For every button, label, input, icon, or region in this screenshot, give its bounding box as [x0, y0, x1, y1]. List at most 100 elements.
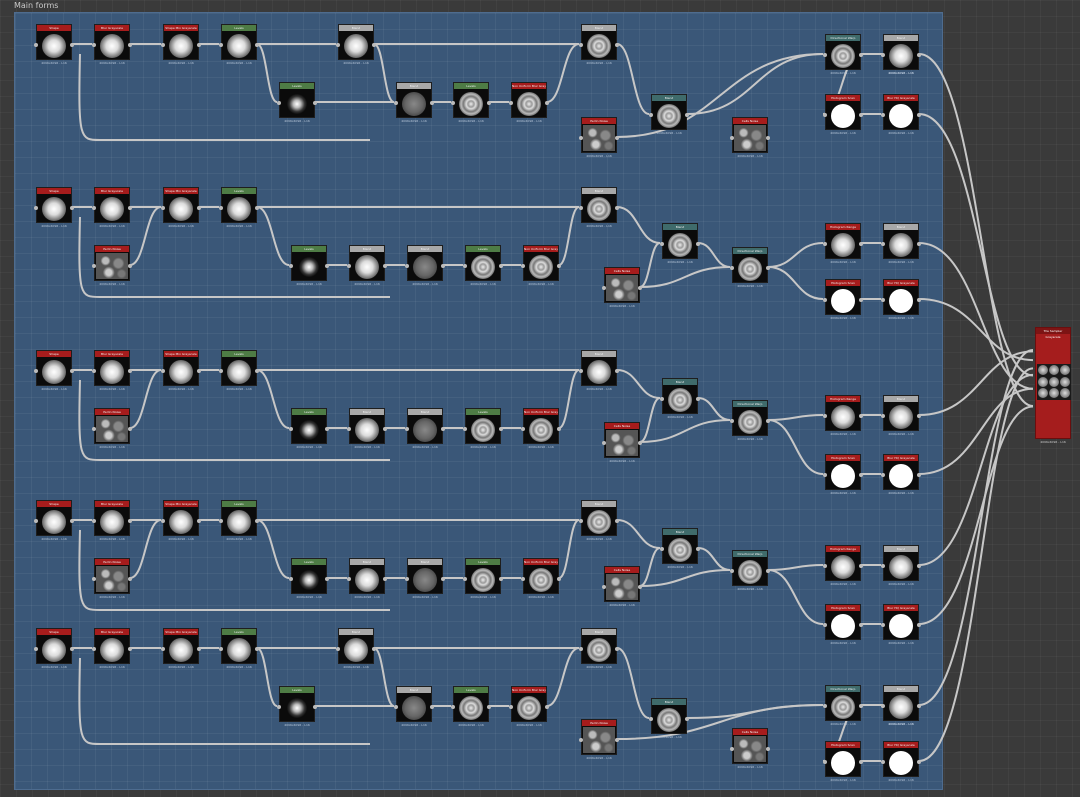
node-output-port[interactable] [638, 286, 642, 290]
graph-node[interactable]: Blur HQ Grayscale4096x4096 - L16 [883, 741, 919, 777]
node-input-port[interactable] [730, 747, 734, 751]
graph-node[interactable]: Blur HQ Grayscale4096x4096 - L16 [883, 279, 919, 315]
node-input-port[interactable] [92, 427, 96, 431]
node-input-port[interactable] [289, 264, 293, 268]
node-input-port[interactable] [579, 206, 583, 210]
graph-node[interactable]: Directional Warp4096x4096 - L16 [825, 685, 861, 721]
graph-node[interactable]: Blend4096x4096 - L16 [396, 686, 432, 722]
node-input-port[interactable] [451, 705, 455, 709]
node-output-port[interactable] [615, 647, 619, 651]
node-input-port[interactable] [823, 623, 827, 627]
wire[interactable] [640, 243, 660, 287]
node-input-port[interactable] [347, 264, 351, 268]
node-input-port[interactable] [336, 43, 340, 47]
node-output-port[interactable] [499, 577, 503, 581]
node-input-port[interactable] [823, 113, 827, 117]
graph-node[interactable]: Blend4096x4096 - L16 [651, 94, 687, 130]
node-input-port[interactable] [730, 266, 734, 270]
wire[interactable] [559, 370, 579, 428]
graph-node[interactable]: Blur HQ Grayscale4096x4096 - L16 [883, 454, 919, 490]
node-output-port[interactable] [70, 647, 74, 651]
node-output-port[interactable] [859, 704, 863, 708]
node-output-port[interactable] [766, 136, 770, 140]
node-output-port[interactable] [859, 298, 863, 302]
graph-node[interactable]: Levels4096x4096 - L16 [279, 82, 315, 118]
node-output-port[interactable] [917, 113, 921, 117]
node-input-port[interactable] [823, 298, 827, 302]
node-input-port[interactable] [881, 53, 885, 57]
graph-node[interactable]: Blend4096x4096 - L16 [662, 528, 698, 564]
node-output-port[interactable] [766, 266, 770, 270]
wire[interactable] [547, 648, 579, 706]
node-output-port[interactable] [487, 705, 491, 709]
node-output-port[interactable] [128, 647, 132, 651]
node-output-port[interactable] [917, 53, 921, 57]
graph-node[interactable]: Levels4096x4096 - L16 [221, 24, 257, 60]
node-output-port[interactable] [917, 242, 921, 246]
graph-node[interactable]: Levels4096x4096 - L16 [221, 628, 257, 664]
node-output-port[interactable] [197, 647, 201, 651]
node-output-port[interactable] [255, 206, 259, 210]
wire[interactable] [257, 520, 289, 578]
graph-node[interactable]: Cells Noise4096x4096 - L16 [732, 117, 768, 153]
graph-node[interactable]: Histogram Scan4096x4096 - L16 [825, 279, 861, 315]
graph-node[interactable]: Levels4096x4096 - L16 [453, 82, 489, 118]
graph-node[interactable]: Perlin Noise4096x4096 - L16 [581, 719, 617, 755]
node-input-port[interactable] [881, 704, 885, 708]
node-output-port[interactable] [325, 427, 329, 431]
node-input-port[interactable] [405, 577, 409, 581]
node-input-port[interactable] [579, 738, 583, 742]
node-input-port[interactable] [649, 717, 653, 721]
wire[interactable] [257, 648, 277, 706]
node-input-port[interactable] [34, 519, 38, 523]
node-output-port[interactable] [917, 414, 921, 418]
node-input-port[interactable] [92, 43, 96, 47]
node-input-port[interactable] [602, 585, 606, 589]
node-input-port[interactable] [823, 704, 827, 708]
node-output-port[interactable] [615, 369, 619, 373]
node-output-port[interactable] [557, 264, 561, 268]
graph-node[interactable]: Blend4096x4096 - L16 [883, 395, 919, 431]
node-input-port[interactable] [823, 414, 827, 418]
node-input-port[interactable] [277, 101, 281, 105]
graph-node[interactable]: Blend4096x4096 - L16 [338, 24, 374, 60]
node-output-port[interactable] [766, 747, 770, 751]
node-output-port[interactable] [383, 264, 387, 268]
node-output-port[interactable] [441, 264, 445, 268]
wire[interactable] [687, 705, 823, 718]
node-output-port[interactable] [859, 242, 863, 246]
node-output-port[interactable] [917, 473, 921, 477]
node-output-port[interactable] [766, 569, 770, 573]
node-input-port[interactable] [660, 242, 664, 246]
node-output-port[interactable] [615, 136, 619, 140]
node-output-port[interactable] [255, 519, 259, 523]
graph-node[interactable]: Shape4096x4096 - L16 [36, 187, 72, 223]
node-output-port[interactable] [255, 43, 259, 47]
wire[interactable] [617, 705, 823, 739]
node-input-port[interactable] [579, 519, 583, 523]
graph-node[interactable]: Perlin Noise4096x4096 - L16 [94, 245, 130, 281]
wire[interactable] [617, 54, 823, 137]
node-input-port[interactable] [463, 264, 467, 268]
node-output-port[interactable] [372, 647, 376, 651]
wire[interactable] [640, 420, 730, 442]
graph-node[interactable]: Blend4096x4096 - L16 [407, 245, 443, 281]
graph-node[interactable]: Blur Grayscale4096x4096 - L16 [94, 24, 130, 60]
node-input-port[interactable] [602, 441, 606, 445]
node-input-port[interactable] [881, 760, 885, 764]
node-output-port[interactable] [128, 264, 132, 268]
node-input-port[interactable] [823, 242, 827, 246]
graph-node[interactable]: Blend4096x4096 - L16 [883, 223, 919, 259]
node-input-port[interactable] [649, 113, 653, 117]
graph-node[interactable]: Blend4096x4096 - L16 [407, 558, 443, 594]
node-input-port[interactable] [92, 206, 96, 210]
node-input-port[interactable] [823, 53, 827, 57]
node-output-port[interactable] [441, 577, 445, 581]
node-input-port[interactable] [34, 206, 38, 210]
node-output-port[interactable] [197, 519, 201, 523]
node-output-port[interactable] [859, 113, 863, 117]
graph-node[interactable]: Shape Mix Grayscale4096x4096 - L16 [163, 500, 199, 536]
node-input-port[interactable] [161, 647, 165, 651]
graph-node[interactable]: Non Uniform Blur Grayscale4096x4096 - L1… [511, 82, 547, 118]
wire[interactable] [617, 520, 660, 548]
